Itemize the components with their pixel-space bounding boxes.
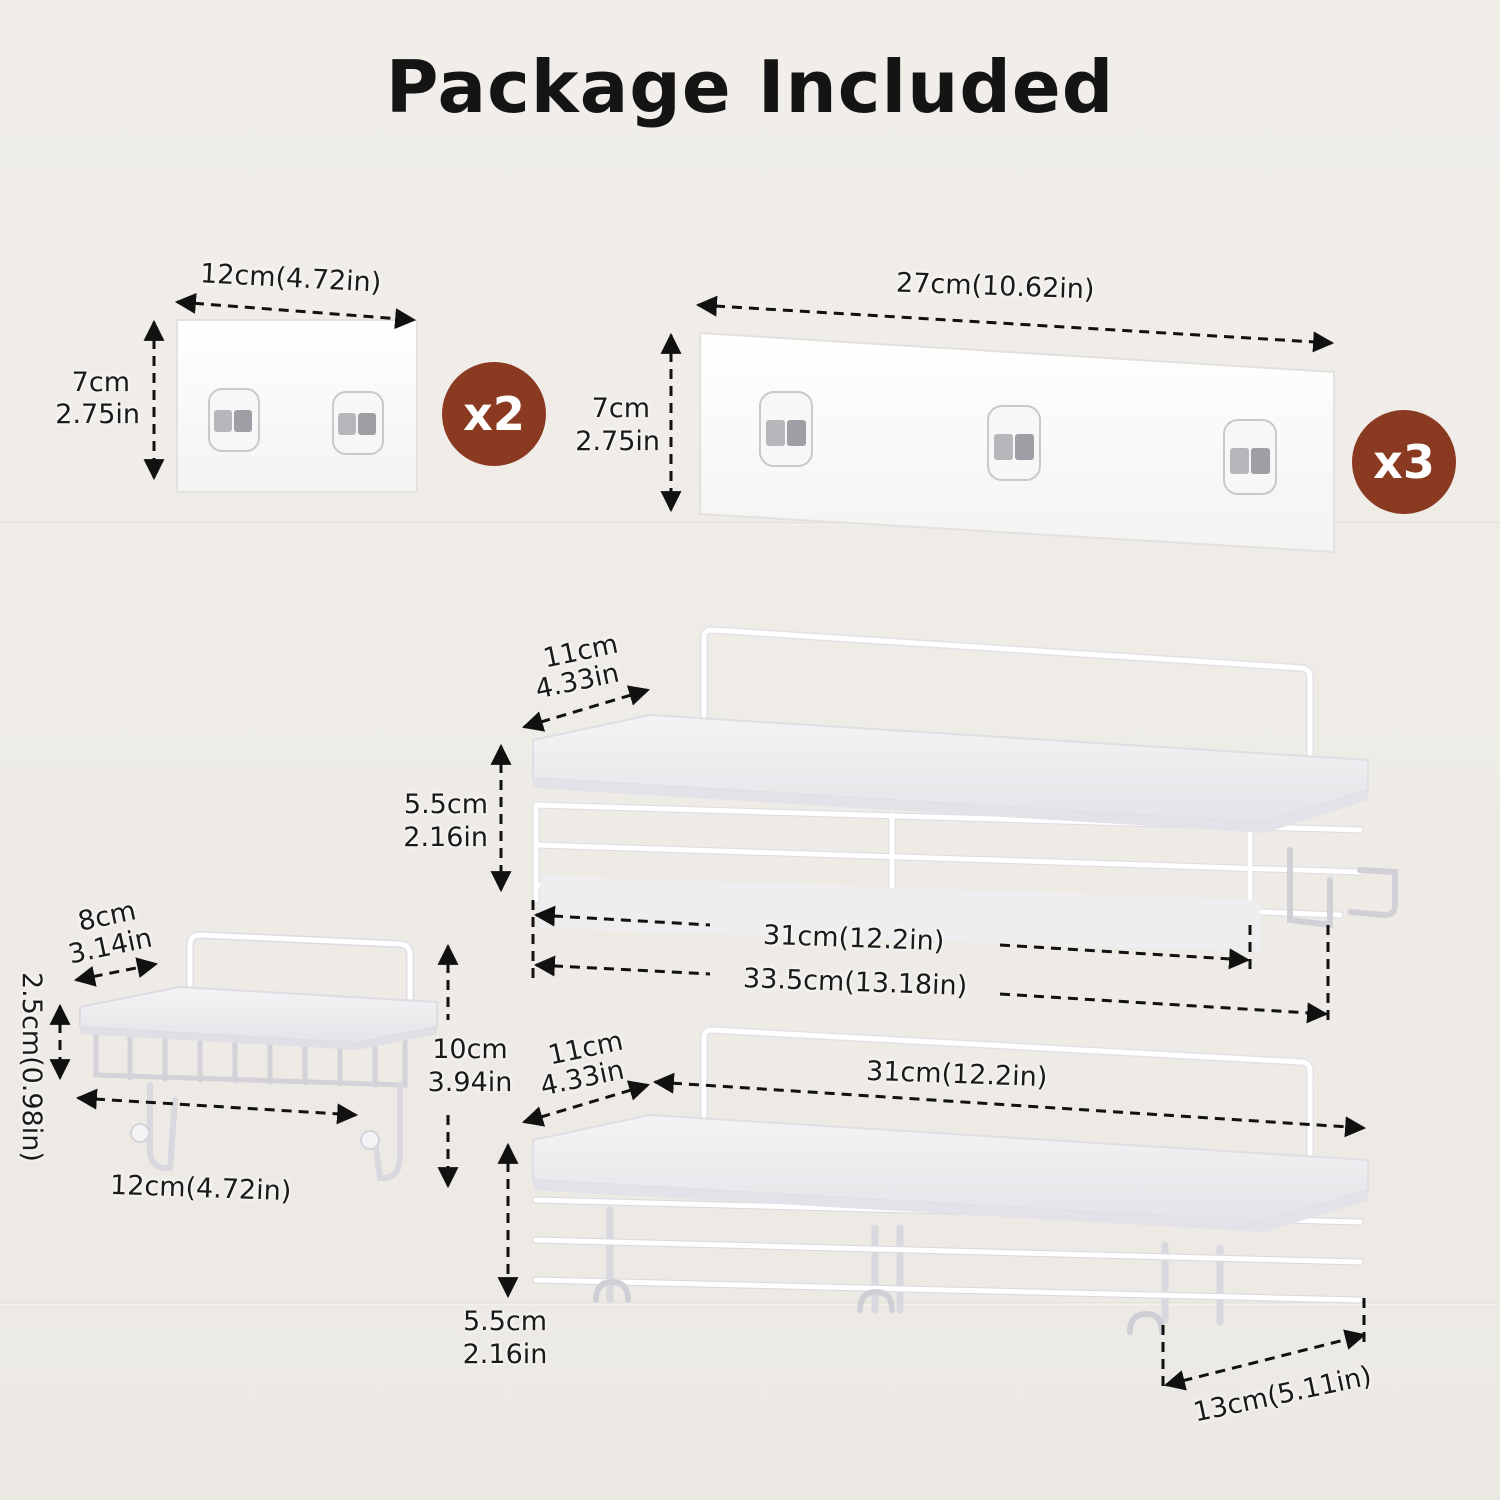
page-title: Package Included bbox=[385, 45, 1115, 129]
soap-dish bbox=[93, 930, 414, 1182]
soap-dish-height-in: 3.94in bbox=[427, 1067, 513, 1098]
wall-seam bbox=[0, 522, 1500, 525]
soap-dish-height-cm: 10cm bbox=[432, 1034, 508, 1065]
dimension-lines bbox=[49, 292, 1367, 1392]
top-shelf-inner-width: 31cm(12.2in) bbox=[762, 919, 945, 958]
large-strip-width-label: 27cm(10.62in) bbox=[895, 267, 1095, 306]
hook-icon bbox=[208, 388, 260, 452]
small-strip-height-cm: 7cm bbox=[71, 367, 130, 398]
soap-dish-width: 12cm(4.72in) bbox=[109, 1169, 292, 1208]
hook-icon bbox=[332, 391, 384, 455]
soap-dish-lip-height: 2.5cm(0.98in) bbox=[16, 972, 47, 1162]
large-strip-height-cm: 7cm bbox=[591, 393, 650, 424]
top-shelf bbox=[532, 625, 1398, 952]
small-adhesive-strip bbox=[176, 319, 418, 493]
hook-icon bbox=[987, 405, 1041, 481]
quantity-badge-x2: x2 bbox=[442, 362, 546, 466]
small-strip-height-in: 2.75in bbox=[55, 399, 140, 430]
hook-icon bbox=[1223, 419, 1277, 495]
bottom-shelf-height-in: 2.16in bbox=[462, 1339, 548, 1370]
large-strip-height-in: 2.75in bbox=[575, 426, 660, 457]
hook-icon bbox=[759, 391, 813, 467]
top-shelf-height-in: 2.16in bbox=[403, 822, 488, 853]
quantity-badge-x3: x3 bbox=[1352, 410, 1456, 514]
bottom-shelf-width: 31cm(12.2in) bbox=[865, 1055, 1048, 1094]
wall-seam bbox=[0, 1302, 1500, 1305]
bottom-shelf-height-cm: 5.5cm bbox=[462, 1306, 548, 1337]
top-shelf-height-cm: 5.5cm bbox=[403, 789, 488, 820]
large-adhesive-strip bbox=[699, 331, 1335, 554]
